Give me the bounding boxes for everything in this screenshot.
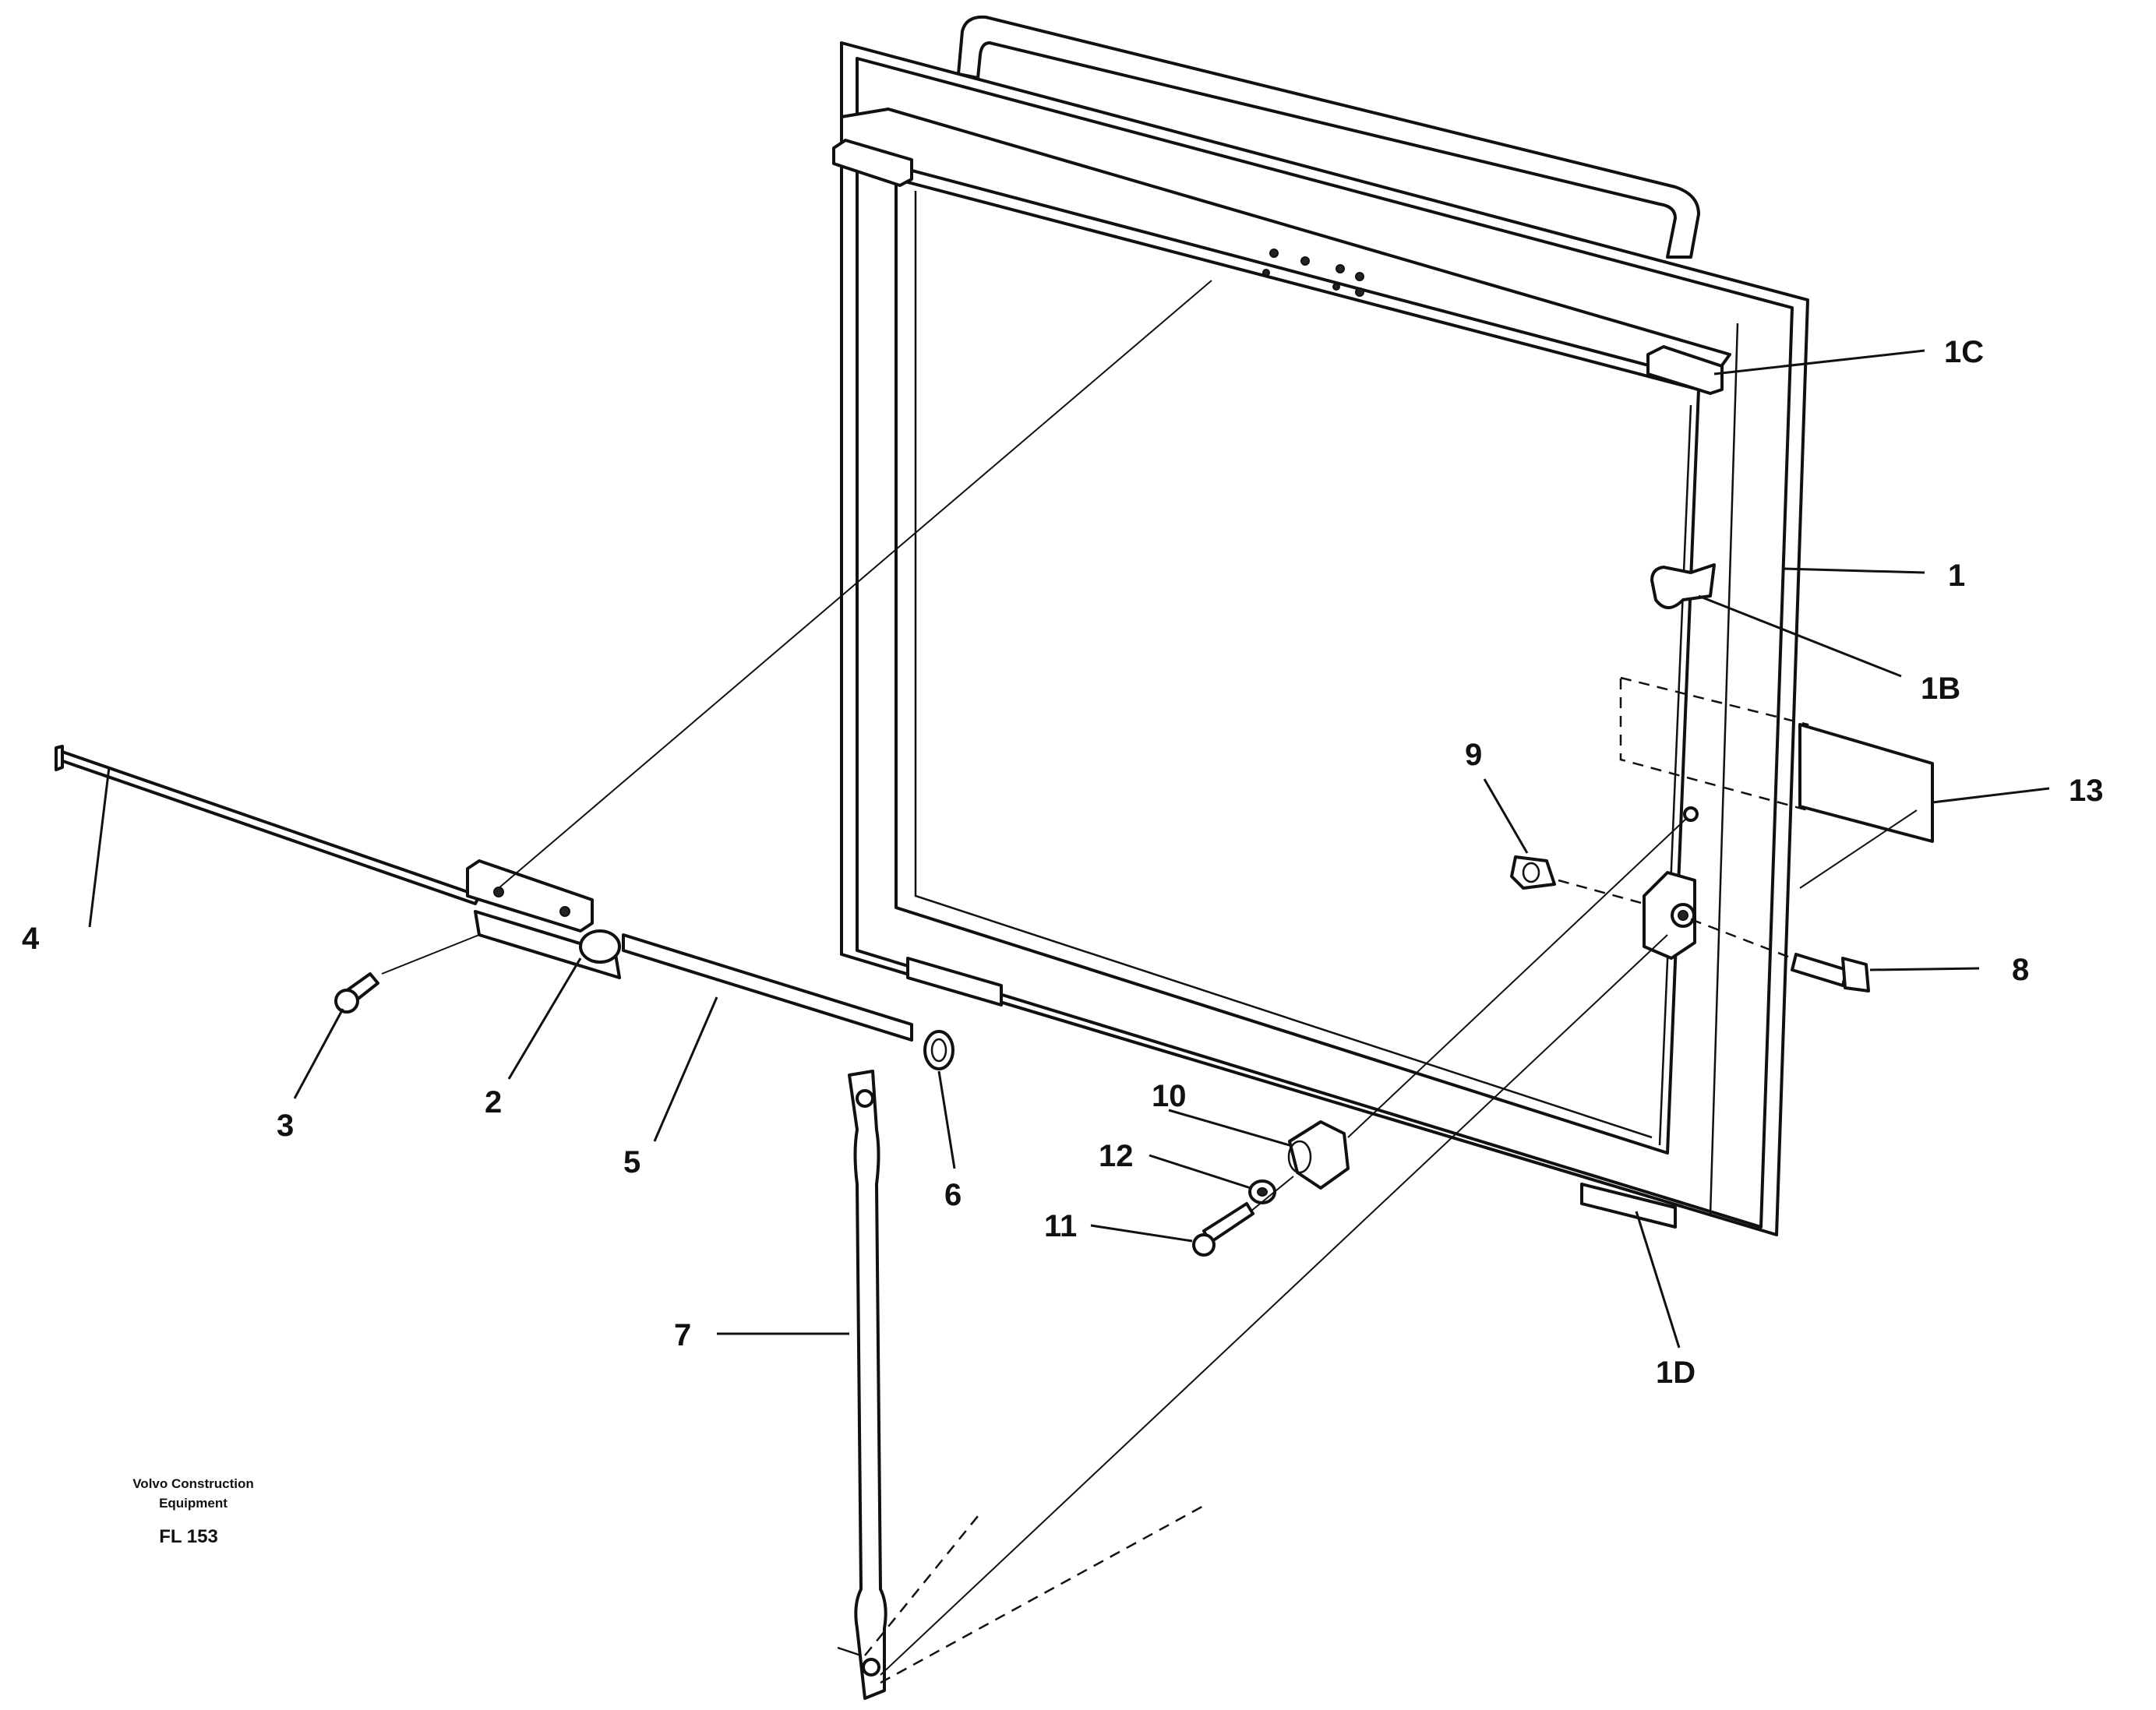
window-frame (832, 41, 1809, 1236)
callout-7: 7 (674, 1318, 691, 1352)
callout-2: 2 (485, 1085, 502, 1119)
brand-line2: Equipment (159, 1496, 228, 1511)
washer-12 (1248, 1179, 1276, 1204)
screw-11 (1192, 1202, 1254, 1257)
strut-7 (837, 1070, 1209, 1700)
callout-1B: 1B (1921, 672, 1960, 706)
callout-9: 9 (1465, 738, 1482, 772)
drawing-code: FL 153 (159, 1526, 218, 1547)
callout-1C: 1C (1944, 335, 1984, 369)
callout-6: 6 (944, 1178, 962, 1212)
bushing-10 (1287, 1120, 1350, 1190)
callout-3: 3 (277, 1109, 294, 1143)
rod-assembly (55, 745, 913, 1042)
brand-line1: Volvo Construction (132, 1476, 254, 1491)
callout-11: 11 (1044, 1209, 1077, 1243)
callout-1D: 1D (1656, 1356, 1696, 1390)
alignment-lines (381, 280, 1688, 1676)
top-handle (957, 15, 1700, 259)
leader-lines (88, 349, 2050, 1349)
callout-8: 8 (2012, 953, 2029, 987)
footer-brand: Volvo Construction Equipment FL 153 (132, 1476, 254, 1547)
callout-5: 5 (623, 1145, 640, 1179)
callout-10: 10 (1152, 1079, 1187, 1113)
callout-1: 1 (1948, 559, 1965, 593)
nut-9 (1510, 855, 1645, 905)
ring-6 (923, 1030, 954, 1070)
callout-13: 13 (2069, 774, 2104, 808)
callout-12: 12 (1099, 1139, 1134, 1173)
bolt-8 (1690, 918, 1870, 993)
callout-4: 4 (22, 922, 40, 956)
screw-3 (334, 972, 379, 1014)
callout-labels: 1C 1 1B 13 8 9 10 12 11 1D 4 3 2 5 6 7 (22, 335, 2104, 1390)
plate-13 (1619, 676, 1934, 889)
